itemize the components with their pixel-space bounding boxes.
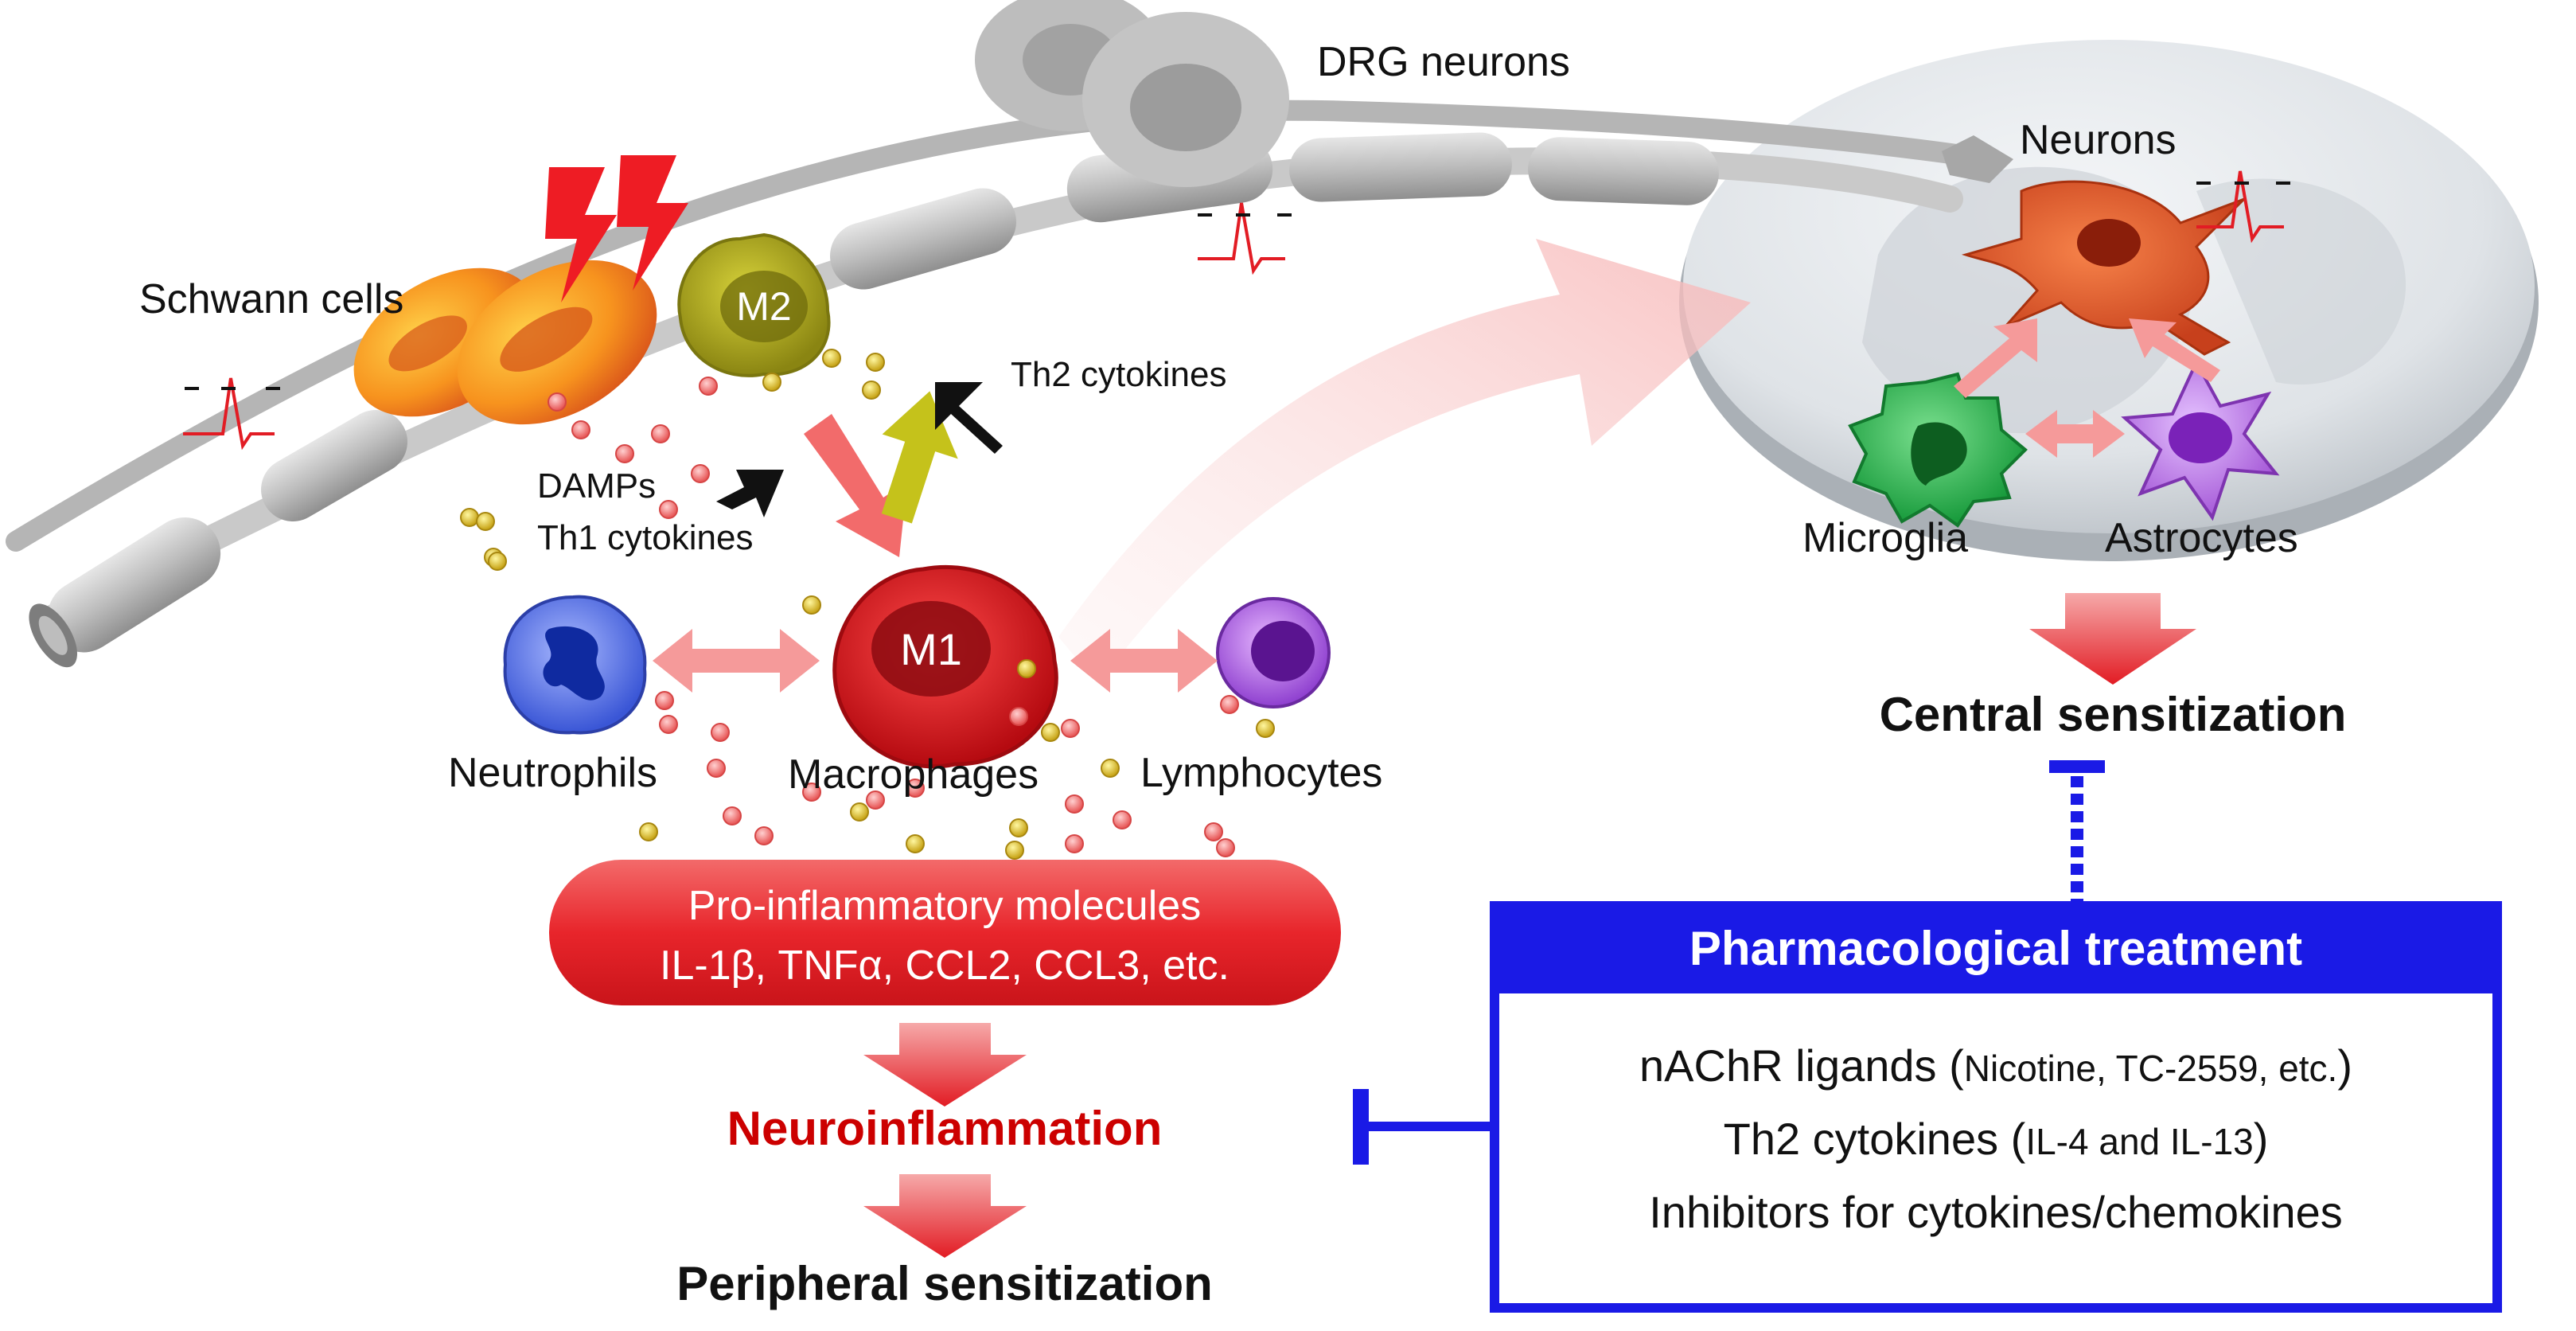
neuroinflammation-label: Neuroinflammation	[727, 1102, 1163, 1155]
pink-cytokine-dot	[1216, 838, 1235, 857]
yellow-cytokine-dot	[488, 552, 507, 571]
yellow-cytokine-dot	[822, 349, 841, 368]
inhibition-bar-icon	[1353, 760, 2105, 1165]
pink-cytokine-dot	[1220, 695, 1239, 714]
microglia-cell	[1848, 372, 2028, 528]
lymphocytes-label: Lymphocytes	[1140, 750, 1382, 796]
pink-cytokine-dot	[659, 715, 678, 734]
th1-cytokines-label: Th1 cytokines	[537, 518, 753, 557]
black-arrow-icon	[716, 382, 1003, 517]
treatment-title: Pharmacological treatment	[1689, 922, 2302, 975]
lymphocyte-cell	[1216, 597, 1331, 708]
schwann-cells	[353, 260, 657, 425]
interaction-arrows-central	[1954, 318, 2220, 458]
down-arrows	[863, 593, 2196, 1258]
pink-cytokine-dot	[1061, 719, 1080, 738]
pink-cytokine-dot	[723, 806, 742, 826]
pink-cytokine-dot	[1065, 834, 1084, 853]
m1-label: M1	[900, 624, 962, 674]
peripheral-sensitization-label: Peripheral sensitization	[676, 1257, 1213, 1310]
pill-molecules: IL-1β, TNFα, CCL2, CCL3, etc.	[660, 943, 1230, 989]
astrocytes-label: Astrocytes	[2105, 515, 2298, 561]
pink-cytokine-dot	[1204, 822, 1223, 841]
yellow-cytokine-dot	[850, 802, 869, 822]
pink-cytokine-dot	[802, 783, 821, 802]
m1-macrophage: M1	[832, 564, 1058, 769]
lightning-icon	[545, 155, 688, 302]
yellow-cytokine-dot	[866, 353, 885, 372]
neurons-label: Neurons	[2020, 117, 2177, 163]
yellow-cytokine-dot	[862, 381, 881, 400]
treatment-line-th2: Th2 cytokines (IL-4 and IL-13)	[1724, 1114, 2269, 1164]
central-neuron	[1961, 180, 2246, 356]
dorsal-root-entry	[1942, 135, 2013, 183]
pharmacological-treatment-box: Pharmacological treatment nAChR ligands …	[1490, 901, 2502, 1313]
treatment-line-nachr: nAChR ligands (Nicotine, TC-2559, etc.)	[1639, 1040, 2352, 1091]
neutrophils-label: Neutrophils	[448, 750, 657, 796]
cytokine-dots	[460, 349, 1275, 860]
pink-cytokine-dot	[906, 779, 925, 798]
pink-cytokine-dot	[866, 790, 885, 810]
pink-cytokine-dot	[1009, 707, 1028, 726]
m2-label: M2	[736, 284, 791, 329]
yellow-cytokine-dot	[460, 508, 479, 527]
action-potential-icon	[183, 170, 2284, 451]
yellow-cytokine-dot	[1101, 759, 1120, 778]
damps-label: DAMPs	[537, 466, 656, 505]
treatment-line-inhibitors: Inhibitors for cytokines/chemokines	[1649, 1187, 2343, 1237]
pink-cytokine-dot	[1113, 810, 1132, 829]
yellow-cytokine-dot	[1256, 719, 1275, 738]
pink-cytokine-dot	[707, 759, 726, 778]
action-potential-markers	[185, 182, 2290, 390]
drg-neurons-label: DRG neurons	[1317, 39, 1570, 85]
pink-cytokine-dot	[651, 424, 670, 443]
pill-title: Pro-inflammatory molecules	[688, 883, 1201, 929]
macrophages-label: Macrophages	[788, 751, 1039, 798]
yellow-cytokine-dot	[762, 373, 781, 392]
pro-inflammatory-pill: Pro-inflammatory molecules IL-1β, TNFα, …	[549, 860, 1341, 1005]
yellow-cytokine-dot	[1017, 659, 1036, 678]
pink-cytokine-dot	[655, 691, 674, 710]
central-sensitization-label: Central sensitization	[1880, 688, 2347, 741]
pink-cytokine-dot	[615, 444, 634, 463]
neutrophil-cell	[503, 595, 647, 735]
drg-neurons	[975, 0, 1289, 187]
yellow-cytokine-dot	[1041, 723, 1060, 742]
yellow-cytokine-dot	[802, 595, 821, 615]
interaction-arrows-peripheral	[653, 629, 1218, 693]
big-transition-arrow	[1058, 239, 1751, 685]
pink-cytokine-dot	[699, 377, 718, 396]
th2-cytokines-label: Th2 cytokines	[1011, 355, 1226, 394]
microglia-label: Microglia	[1802, 515, 1968, 561]
schwann-cells-label: Schwann cells	[139, 276, 403, 322]
pink-cytokine-dot	[548, 392, 567, 412]
pink-cytokine-dot	[571, 420, 590, 439]
yellow-cytokine-dot	[906, 834, 925, 853]
pink-cytokine-dot	[1065, 794, 1084, 814]
pink-cytokine-dot	[659, 500, 678, 519]
pink-cytokine-dot	[754, 826, 774, 845]
yellow-cytokine-dot	[1009, 818, 1028, 837]
yellow-cytokine-dot	[1005, 841, 1024, 860]
pink-cytokine-dot	[691, 464, 710, 483]
m2-macrophage: M2	[677, 232, 831, 377]
pink-cytokine-dot	[711, 723, 730, 742]
yellow-cytokine-dot	[476, 512, 495, 531]
astrocyte-cell	[2121, 358, 2280, 521]
yellow-cytokine-dot	[639, 822, 658, 841]
